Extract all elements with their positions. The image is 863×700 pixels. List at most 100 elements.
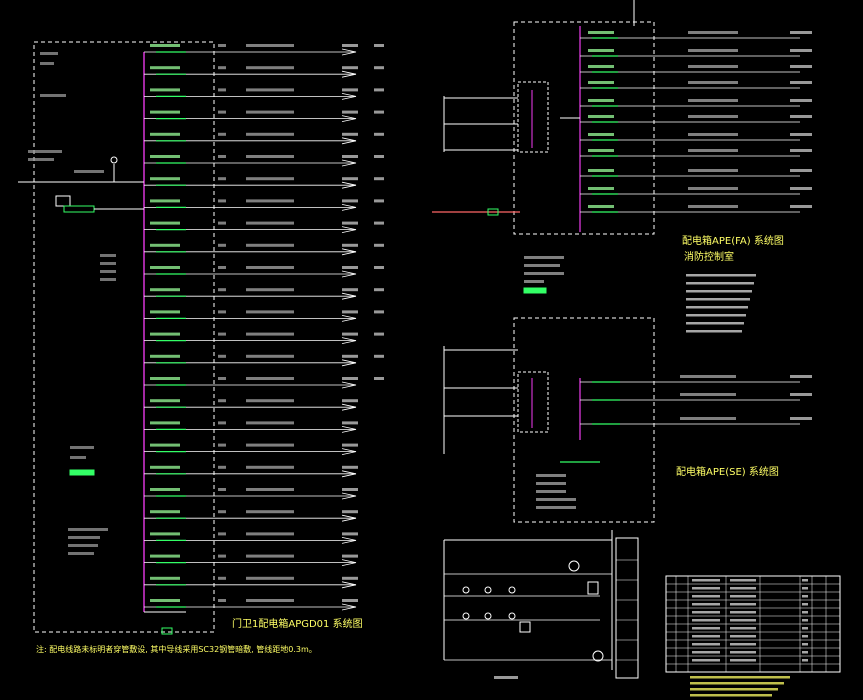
breaker-label [150,421,180,425]
table-cell [802,603,808,606]
spec-label [68,536,100,539]
power-label [374,199,384,203]
ctrl-coil [519,621,531,633]
fa-load-label [790,49,812,52]
table-cell [692,619,720,622]
cable-label [246,66,294,70]
breaker-label [150,399,180,403]
load-label [342,310,358,314]
table-cell [730,627,756,630]
table-cell [730,587,756,590]
fa-cable-label [688,65,738,68]
fa-load-label [790,99,812,102]
cable-label [246,132,294,136]
equipment-table [665,575,841,697]
fa-distribution-panel [432,0,812,333]
table-cell [730,619,756,622]
branch-arrow [341,137,357,145]
branch-arrow [341,492,357,500]
cable-label [246,310,294,314]
cable-label [246,576,294,580]
phase-label [218,554,226,558]
load-label [342,110,358,114]
load-label [342,44,358,47]
load-label [342,377,358,380]
fa-panel-title: 配电箱APE(FA) 系统图 [682,234,784,247]
breaker-label [150,377,180,380]
branch-arrow [341,93,357,100]
cable-label [246,221,294,225]
load-label [342,199,358,203]
se-load-label [790,393,812,396]
table-cell [730,611,756,614]
spec-label [100,270,116,273]
branch-arrow [341,204,357,211]
phase-label [218,66,226,70]
branch-arrow [341,337,357,344]
cable-label [246,177,294,181]
feeder-label [28,158,54,161]
breaker-label [150,155,180,158]
se-spec [536,498,576,501]
fa-cable-label [688,99,738,102]
control-circuit [443,530,639,679]
fa-breaker-label [588,65,614,68]
fa-note-line [686,290,752,293]
load-label [342,332,358,336]
se-panel-frame [513,317,655,523]
cable-label [246,155,294,158]
breaker-label [150,488,180,491]
breaker-label [150,599,180,602]
fa-breaker-label [588,81,614,84]
phase-label [218,288,226,292]
breaker-label [150,576,180,580]
spec-label [68,552,94,555]
cable-label [246,199,294,203]
breaker-label [150,443,180,447]
panel-label [40,52,58,55]
table-cell [802,619,808,622]
table-cell [692,611,720,614]
breaker-label [150,66,180,70]
panel-label [40,94,66,97]
load-label [342,288,358,292]
phase-label [218,177,226,181]
ctrl-contact [484,586,492,594]
breaker-label [150,243,180,247]
breaker-label [150,510,180,514]
phase-label [218,599,226,602]
table-cell [692,651,720,654]
breaker-label [150,44,180,47]
fa-cable-label [688,81,738,84]
table-cell [730,643,756,646]
meter-symbol [110,156,118,164]
fa-load-label [790,81,812,84]
branch-arrow [341,248,357,256]
branch-arrow [341,603,357,611]
se-load-label [790,375,812,378]
fa-breaker-label [588,149,614,152]
main-panel-frame [33,41,215,633]
fa-load-label [790,149,812,152]
load-label [342,488,358,491]
breaker-label [150,310,180,314]
fa-breaker-label [588,49,614,52]
branch-arrow [341,181,357,189]
fa-note-line [686,330,742,333]
spd-symbol [69,469,95,476]
power-label [374,44,384,47]
load-label [342,155,358,158]
ctrl-contact [508,612,516,620]
fa-cable-label [688,31,738,34]
fa-breaker-label [588,99,614,102]
power-label [374,132,384,136]
load-label [342,465,358,469]
cable-label [246,377,294,380]
load-label [342,221,358,225]
ctrl-caption [494,676,518,679]
fa-panel-frame [513,21,655,235]
fa-panel-subtitle: 消防控制室 [684,250,734,263]
phase-label [218,44,226,47]
se-spec [536,490,566,493]
